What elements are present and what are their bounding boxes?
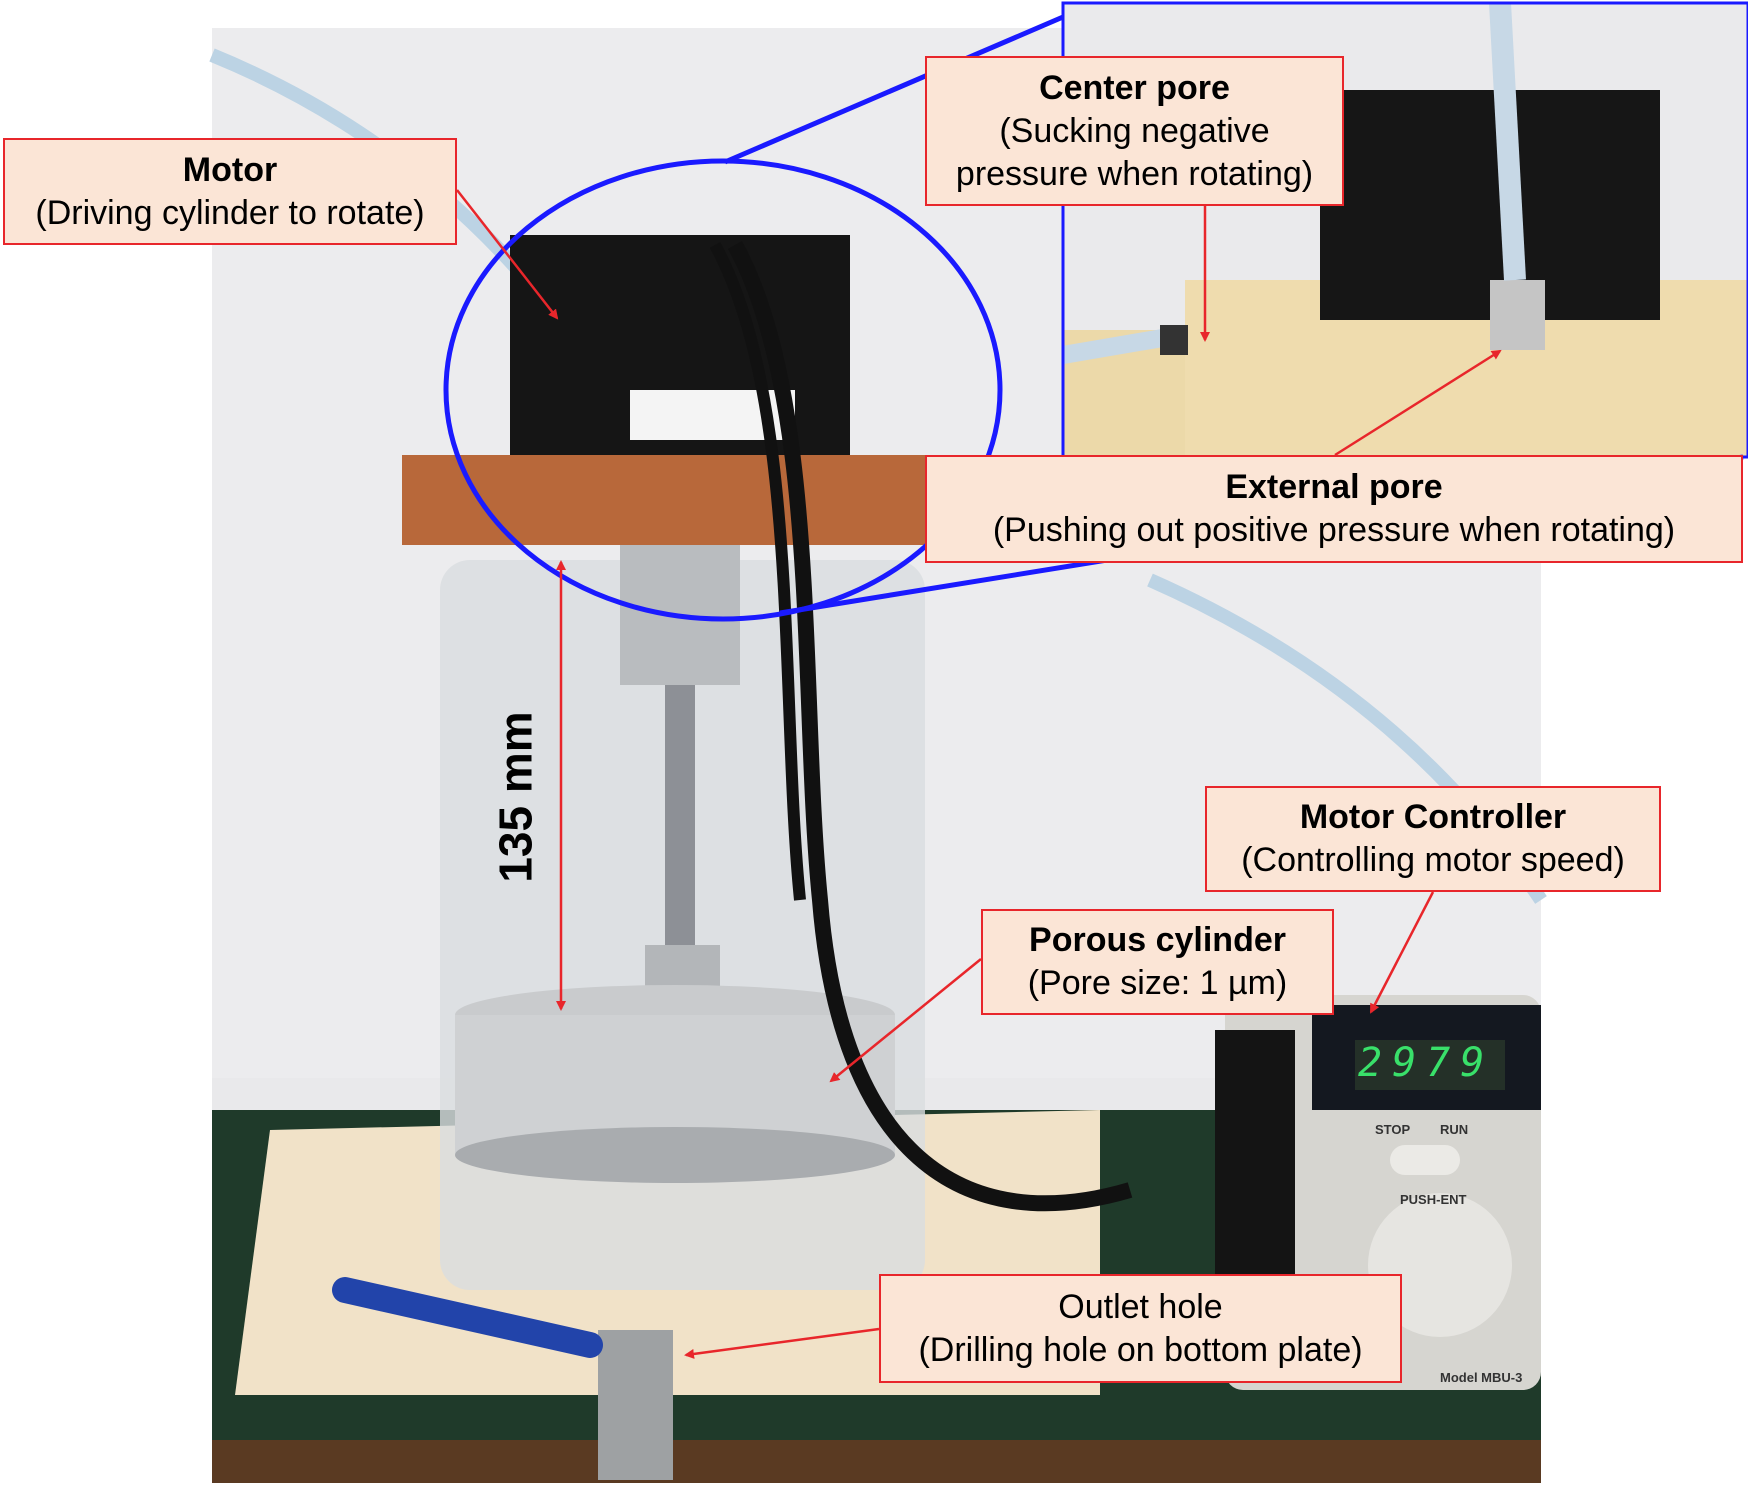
porous-cylinder-arrow — [829, 958, 982, 1083]
center-pore-subtitle: (Sucking negative pressure when rotating… — [955, 111, 1314, 193]
center-pore-title: Center pore — [1039, 68, 1230, 107]
external-pore-label: External pore (Pushing out positive pres… — [925, 455, 1743, 563]
controller-display: 2979 — [1358, 1040, 1495, 1086]
porous-cylinder-title: Porous cylinder — [1029, 921, 1286, 959]
speed-knob — [1368, 1193, 1512, 1337]
model-text: Model MBU-3 — [1440, 1370, 1523, 1385]
valve-handle — [332, 1277, 603, 1358]
motor-title: Motor — [182, 150, 278, 189]
motor-controller-title: Motor Controller — [1299, 798, 1567, 836]
lcd-panel — [1355, 1040, 1505, 1090]
external-pore-arrow — [1334, 349, 1502, 457]
motor-subtitle: (Driving cylinder to rotate) — [35, 193, 425, 232]
valve-body — [598, 1330, 673, 1480]
outlet-arrow — [684, 1327, 880, 1359]
stop-run-switch — [1390, 1145, 1460, 1175]
motor-controller-label: Motor Controller (Controlling motor spee… — [1205, 786, 1661, 892]
zoom-ellipse — [443, 158, 1003, 622]
outlet-hole-subtitle: (Drilling hole on bottom plate) — [918, 1330, 1363, 1369]
controller-arrow — [1369, 891, 1435, 1014]
outlet-hole-label: Outlet hole (Drilling hole on bottom pla… — [879, 1274, 1402, 1383]
external-pore-title: External pore — [1225, 468, 1443, 506]
porous-cylinder-label: Porous cylinder (Pore size: 1 µm) — [981, 909, 1334, 1015]
push-ent-text: PUSH-ENT — [1400, 1192, 1467, 1207]
motor-label: Motor (Driving cylinder to rotate) — [3, 138, 457, 245]
motor-arrow — [456, 189, 559, 320]
stop-text: STOP — [1375, 1122, 1411, 1137]
outlet-hole-title: Outlet hole — [1058, 1287, 1223, 1326]
external-pore-subtitle: (Pushing out positive pressure when rota… — [992, 511, 1676, 549]
leader-arrows — [456, 189, 1502, 1359]
porous-cylinder-subtitle: (Pore size: 1 µm) — [1027, 964, 1288, 1002]
motor-controller-subtitle: (Controlling motor speed) — [1241, 841, 1625, 879]
center-pore-fitting — [1490, 280, 1545, 350]
zoom-line-top — [724, 14, 1064, 165]
motor-cable — [727, 241, 1133, 1212]
run-text: RUN — [1440, 1122, 1469, 1137]
dimension-label: 135 mm — [489, 711, 542, 883]
center-pore-label: Center pore (Sucking negative pressure w… — [925, 56, 1344, 206]
shaft — [665, 685, 695, 955]
top-plate — [402, 455, 962, 545]
